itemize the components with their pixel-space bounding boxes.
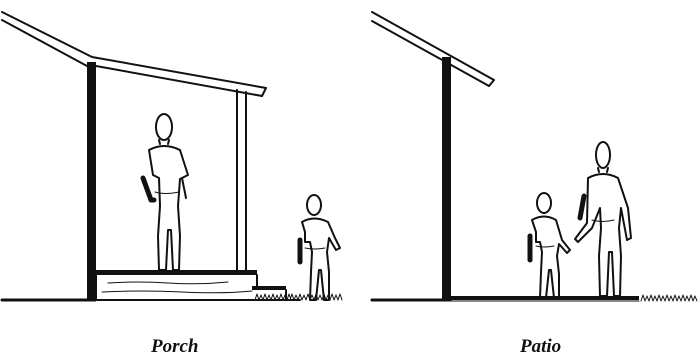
porch-child-figure (297, 194, 341, 301)
porch-wall (87, 62, 96, 301)
caption-patio: Patio (520, 336, 562, 357)
porch-panel (0, 11, 343, 302)
patio-child-figure (527, 192, 571, 299)
patio-panel (370, 11, 698, 302)
porch-post (236, 89, 247, 272)
porch-step (252, 286, 287, 301)
patio-wall (442, 57, 451, 301)
porch-roof (1, 11, 267, 97)
porch-deck (95, 270, 258, 301)
porch-adult-figure (140, 113, 189, 271)
patio-roof (371, 11, 495, 87)
caption-porch: Porch (151, 336, 199, 357)
patio-grass (640, 294, 698, 302)
patio-adult-figure (574, 141, 632, 297)
